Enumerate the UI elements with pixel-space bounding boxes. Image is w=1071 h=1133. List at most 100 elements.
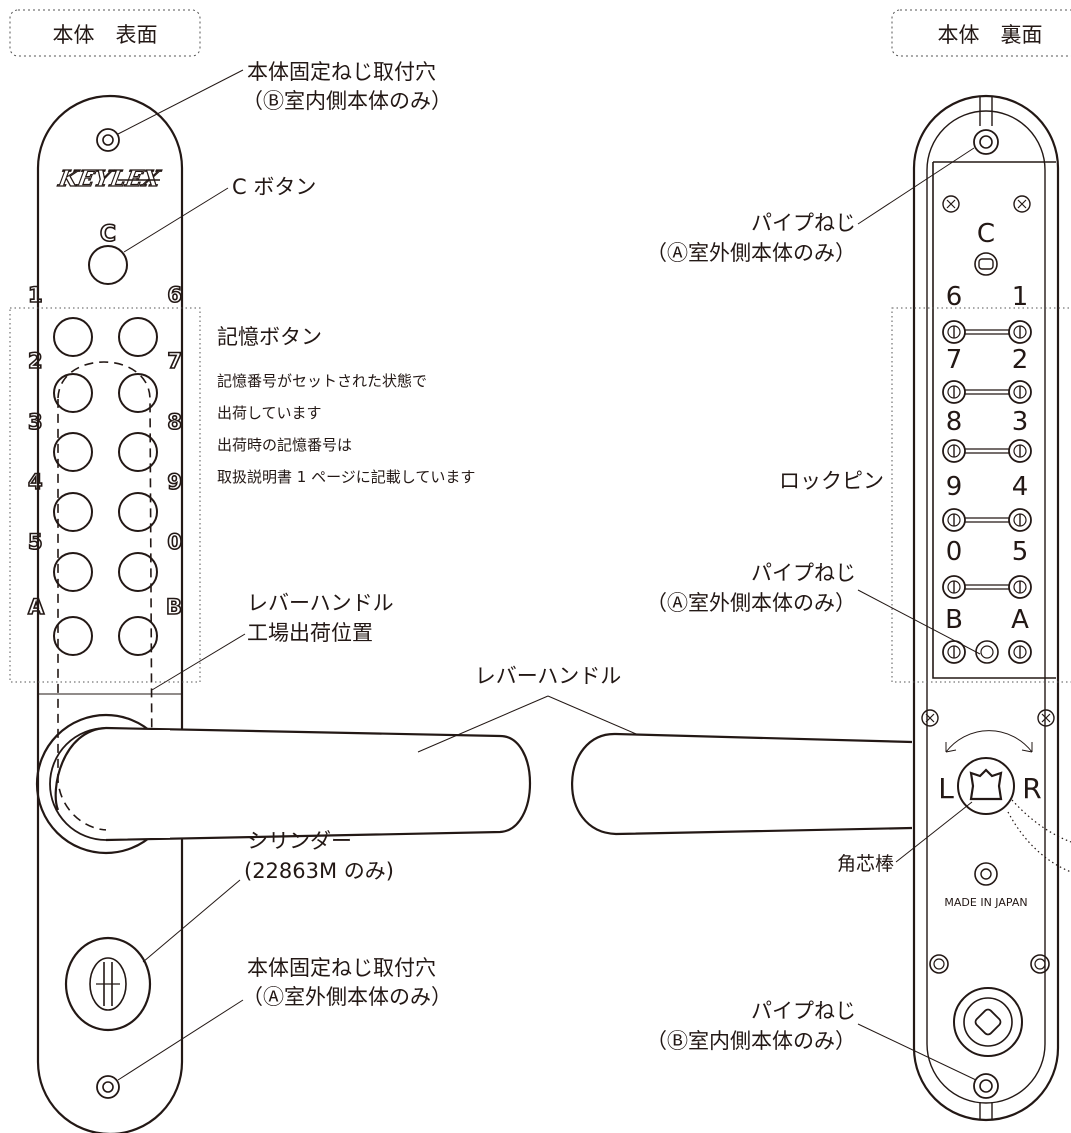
memory-button-region bbox=[9, 307, 201, 683]
front-bottom-screw-hole-inner bbox=[102, 1081, 114, 1093]
memory-note-3: 出荷時の記憶番号は bbox=[217, 436, 352, 454]
pipe-screw-2-label-2: （Ⓐ室外側本体のみ） bbox=[646, 591, 856, 615]
memory-button[interactable] bbox=[53, 373, 93, 413]
memory-button[interactable] bbox=[53, 552, 93, 592]
back-lever-handle[interactable] bbox=[571, 732, 913, 836]
back-bottom-notch bbox=[979, 1102, 993, 1120]
plate-screw-tr bbox=[1013, 195, 1031, 213]
cylinder-label-2: (22863M のみ) bbox=[244, 859, 394, 883]
memory-key-label: 4 bbox=[28, 470, 43, 494]
pipe-screw-3-label-1: パイプねじ bbox=[751, 999, 856, 1023]
memory-key-label: 7 bbox=[167, 349, 182, 373]
memory-button[interactable] bbox=[118, 317, 158, 357]
lock-pin bbox=[1008, 508, 1032, 532]
plate-screw-bl bbox=[921, 709, 939, 727]
memory-button[interactable] bbox=[118, 432, 158, 472]
brand-logo: KEYLEX bbox=[56, 166, 163, 192]
leader-cylinder bbox=[142, 879, 241, 963]
spindle-ring bbox=[957, 757, 1015, 815]
memory-key-label: 8 bbox=[167, 410, 182, 434]
memory-button[interactable] bbox=[118, 616, 158, 656]
back-bottom-pipe-screw bbox=[973, 1073, 999, 1099]
back-c-pin-slot bbox=[978, 258, 994, 270]
back-c-pin bbox=[974, 252, 998, 276]
lock-pin bbox=[1008, 640, 1032, 664]
back-top-pipe-screw-inner bbox=[979, 135, 993, 149]
lever-factory-label-2: 工場出荷位置 bbox=[247, 621, 373, 645]
lock-pin bbox=[942, 380, 966, 404]
leader-spindle bbox=[895, 801, 973, 863]
cylinder[interactable] bbox=[64, 936, 152, 1032]
back-center-hole bbox=[974, 862, 998, 886]
spindle-icon bbox=[969, 768, 1003, 801]
lock-pin bbox=[1008, 439, 1032, 463]
memory-button[interactable] bbox=[53, 317, 93, 357]
lock-pin-label: ロックピン bbox=[779, 469, 884, 493]
back-bottom-pipe-screw-inner bbox=[979, 1079, 993, 1093]
rotation-arrow-head-left bbox=[945, 742, 957, 753]
back-lower-hole-right bbox=[1030, 954, 1050, 974]
memory-button[interactable] bbox=[53, 616, 93, 656]
back-body-inner bbox=[926, 110, 1046, 1104]
memory-key-label: A bbox=[28, 595, 45, 619]
back-header-box bbox=[891, 9, 1071, 57]
front-body-outline bbox=[36, 94, 184, 1133]
leader-pipe-screw-2 bbox=[857, 589, 981, 655]
back-cylinder-slot bbox=[974, 1008, 1002, 1036]
memory-key-label: 2 bbox=[28, 349, 43, 373]
memory-button[interactable] bbox=[53, 432, 93, 472]
memory-note-1: 記憶番号がセットされた状態で bbox=[217, 372, 427, 390]
pipe-screw-3-label-2: （Ⓑ室内側本体のみ） bbox=[646, 1029, 856, 1053]
front-top-screw-hole-inner bbox=[102, 134, 114, 146]
front-lever-handle-mask bbox=[110, 730, 170, 838]
fix-hole-top-label-2: （Ⓑ室内側本体のみ） bbox=[242, 89, 452, 113]
memory-button[interactable] bbox=[118, 552, 158, 592]
fix-hole-bottom-label-2: （Ⓐ室外側本体のみ） bbox=[242, 985, 452, 1009]
leader-c-button bbox=[123, 187, 229, 253]
lock-pin-number: 9 bbox=[946, 472, 963, 502]
lock-pin-number: B bbox=[945, 605, 963, 635]
fix-hole-top-label-1: 本体固定ねじ取付穴 bbox=[247, 60, 436, 84]
dotted-curve-2 bbox=[1007, 811, 1071, 873]
lever-factory-label-1: レバーハンドル bbox=[247, 591, 394, 615]
lock-pin-number: 0 bbox=[946, 537, 963, 567]
dir-left-label: L bbox=[938, 772, 954, 805]
memory-key-label: B bbox=[166, 595, 182, 619]
lock-pin-number: 5 bbox=[1012, 537, 1029, 567]
memory-note-4: 取扱説明書 1 ページに記載しています bbox=[217, 468, 475, 486]
front-lever-handle[interactable] bbox=[105, 726, 532, 842]
spindle-label: 角芯棒 bbox=[837, 853, 894, 875]
memory-button[interactable] bbox=[53, 492, 93, 532]
c-button[interactable] bbox=[88, 245, 128, 285]
front-top-screw-hole bbox=[96, 128, 120, 152]
pipe-screw-2-label-1: パイプねじ bbox=[751, 561, 856, 585]
fix-hole-bottom-label-1: 本体固定ねじ取付穴 bbox=[247, 956, 436, 980]
lock-pin-number: 8 bbox=[946, 407, 963, 437]
memory-key-label: 5 bbox=[28, 530, 43, 554]
leader-fix-hole-top bbox=[117, 69, 244, 135]
memory-button-label: 記憶ボタン bbox=[217, 325, 322, 349]
back-center-hole-inner bbox=[980, 868, 992, 880]
dir-right-label: R bbox=[1022, 772, 1041, 805]
made-in-label: MADE IN JAPAN bbox=[944, 896, 1027, 909]
cylinder-label-1: シリンダー bbox=[247, 829, 352, 853]
leader-pipe-screw-1 bbox=[857, 147, 975, 225]
lock-pin-number: A bbox=[1011, 605, 1029, 635]
back-cylinder bbox=[953, 987, 1023, 1057]
back-body-outline bbox=[912, 94, 1060, 1122]
rotation-arrow bbox=[945, 730, 1033, 753]
memory-button[interactable] bbox=[118, 373, 158, 413]
leader-lever-factory bbox=[151, 633, 246, 691]
c-button-label: C ボタン bbox=[232, 175, 316, 199]
lock-pin-number: 3 bbox=[1012, 407, 1029, 437]
memory-key-label: 6 bbox=[167, 283, 182, 307]
lock-pin bbox=[942, 640, 966, 664]
back-lower-hole-right-inner bbox=[1034, 958, 1046, 970]
memory-button[interactable] bbox=[118, 492, 158, 532]
plate-screw-tl bbox=[942, 195, 960, 213]
back-top-notch bbox=[979, 96, 993, 126]
lock-pin-region bbox=[891, 307, 1071, 683]
